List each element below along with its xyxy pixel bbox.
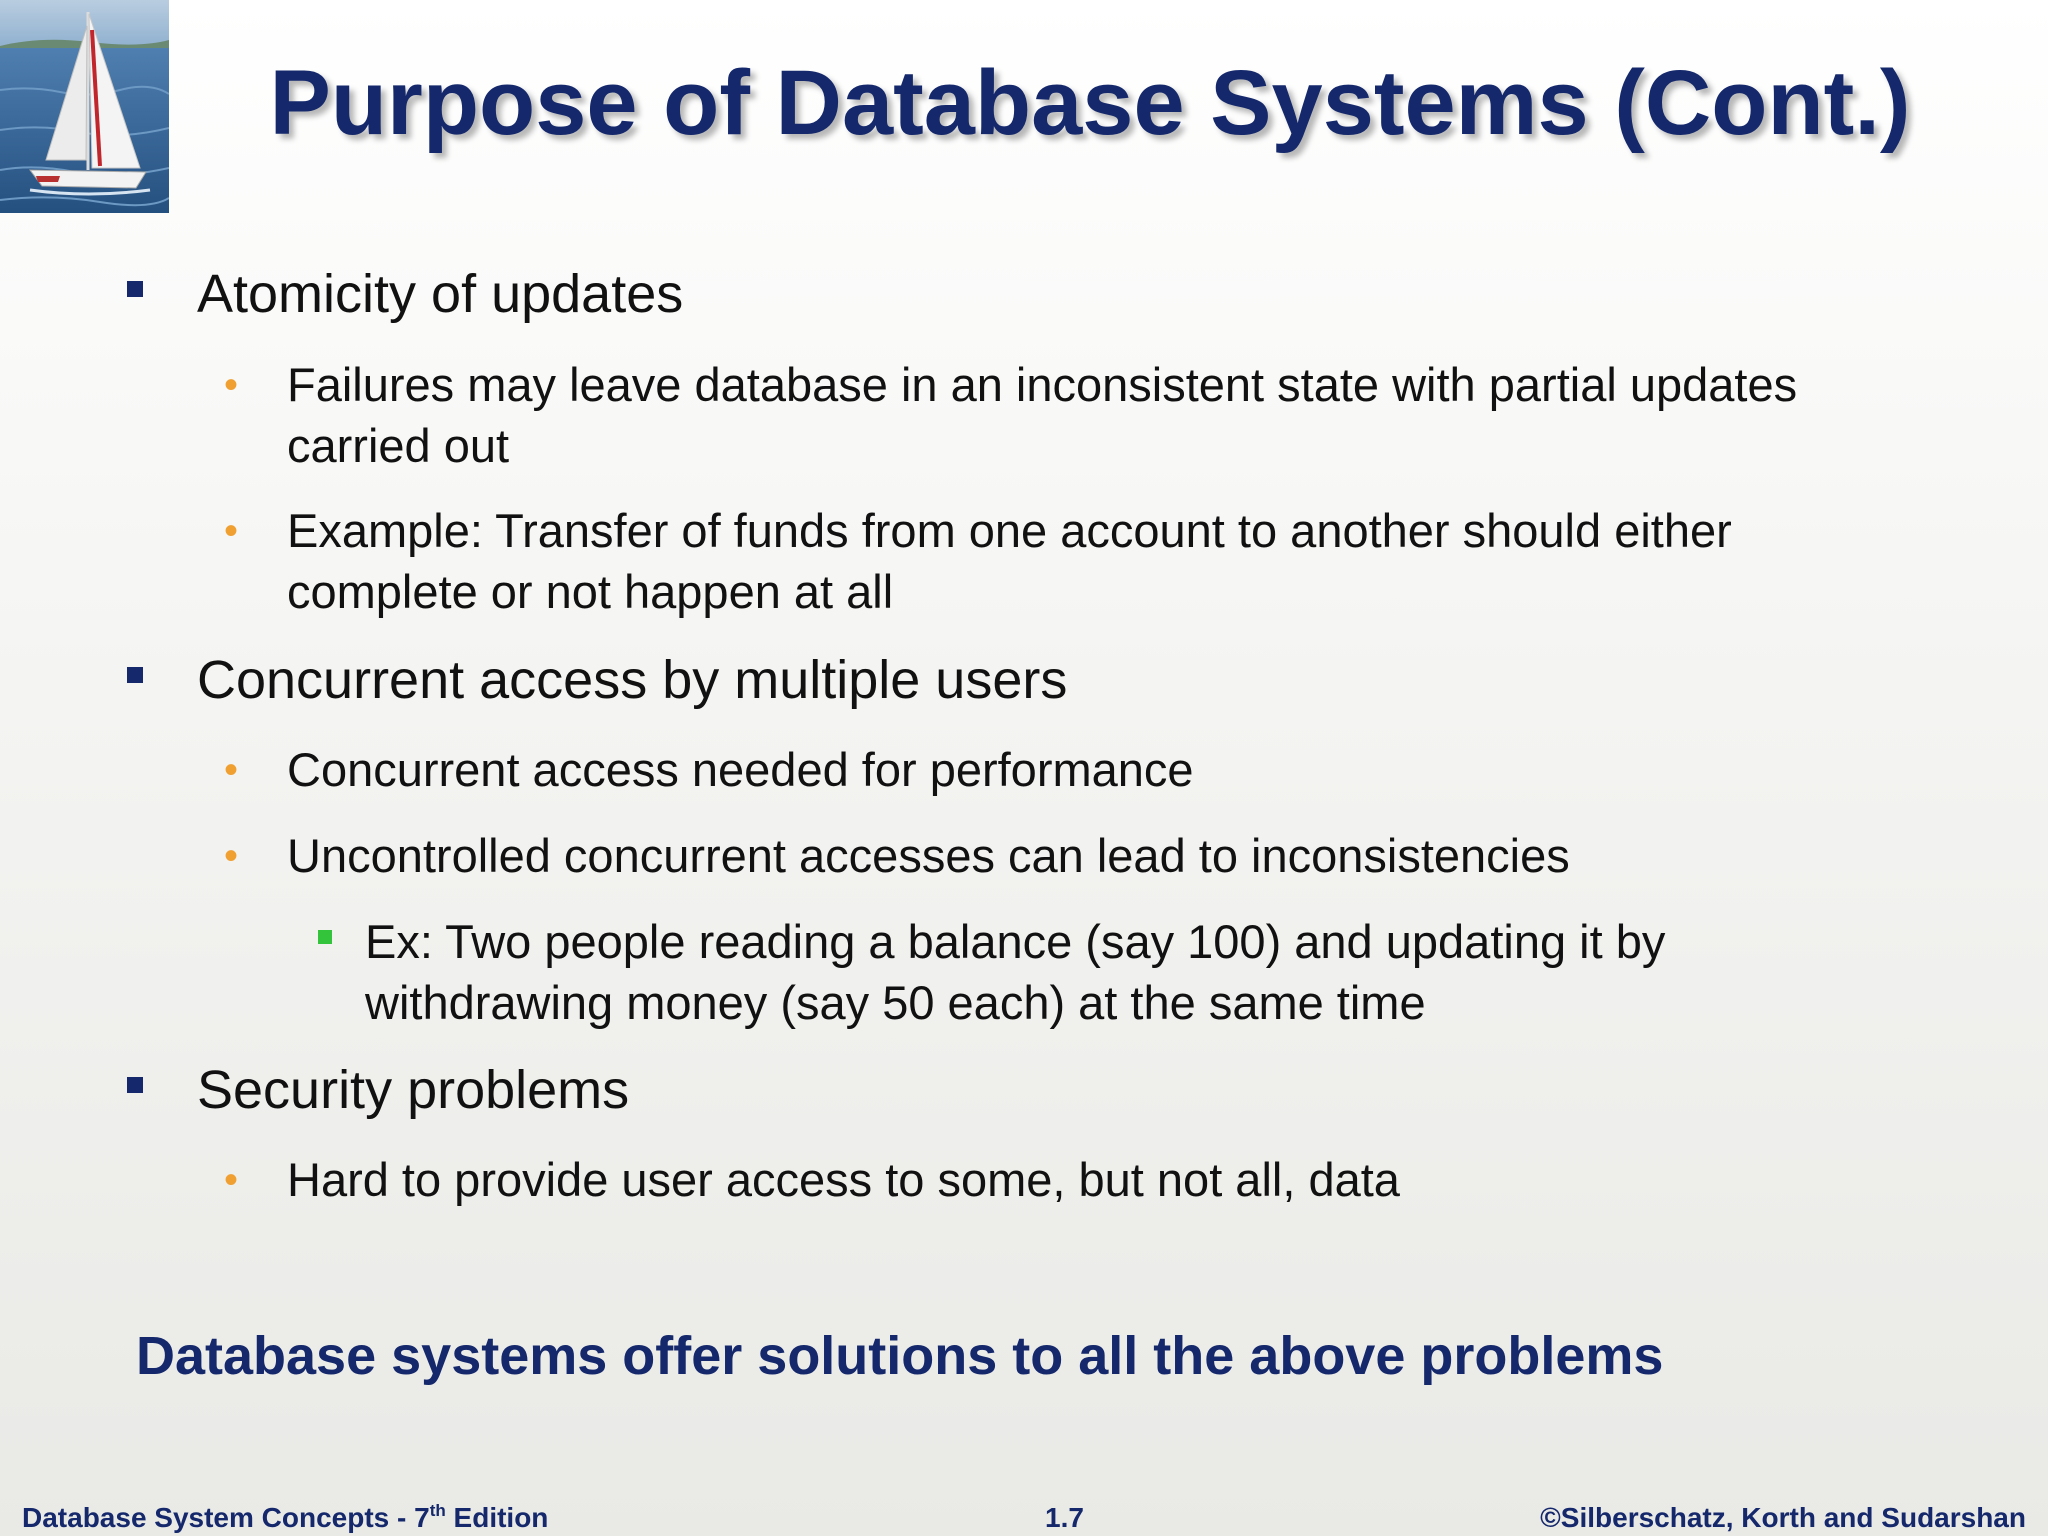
level2-bullet-marker: •: [224, 363, 239, 407]
level1-bullet-marker: [127, 667, 143, 683]
slide-footer: Database System Concepts - 7th Edition 1…: [0, 1500, 2048, 1536]
sailboat-logo-image: [0, 0, 169, 213]
level1-bullet-marker: [127, 281, 143, 297]
sub-bullet-failures-line1: Failures may leave database in an incons…: [287, 358, 1798, 411]
level2-bullet-marker: •: [224, 834, 239, 878]
bullet-security: Security problems: [197, 1060, 630, 1120]
sub-bullet-example-line2: complete or not happen at all: [287, 565, 894, 618]
level2-bullet-marker: •: [224, 748, 239, 792]
footer-book-title: Database System Concepts - 7th Edition: [22, 1500, 548, 1536]
sub-bullet-example-line1: Example: Transfer of funds from one acco…: [287, 504, 1732, 557]
footer-edition-superscript: th: [429, 1501, 446, 1520]
sub-sub-bullet-ex-line1: Ex: Two people reading a balance (say 10…: [365, 915, 1666, 968]
sub-sub-bullet-ex-line2: withdrawing money (say 50 each) at the s…: [365, 976, 1426, 1029]
slide-title: Purpose of Database Systems (Cont.): [269, 52, 1911, 154]
sub-bullet-uncontrolled: Uncontrolled concurrent accesses can lea…: [287, 829, 1570, 882]
level2-bullet-marker: •: [224, 1158, 239, 1202]
sub-bullet-failures-line2: carried out: [287, 419, 510, 472]
footer-slide-number: 1.7: [1045, 1502, 1084, 1533]
conclusion-statement: Database systems offer solutions to all …: [136, 1326, 1664, 1386]
footer-edition-word: Edition: [445, 1502, 549, 1533]
sub-bullet-performance: Concurrent access needed for performance: [287, 743, 1194, 796]
bullet-concurrent-access: Concurrent access by multiple users: [197, 650, 1068, 710]
footer-book-title-text: Database System Concepts - 7: [22, 1502, 430, 1533]
bullet-atomicity: Atomicity of updates: [197, 264, 684, 324]
sub-bullet-hard-to-provide: Hard to provide user access to some, but…: [287, 1153, 1400, 1206]
slide-content: Atomicity of updates • Failures may leav…: [127, 264, 1798, 1206]
level1-bullet-marker: [127, 1077, 143, 1093]
level2-bullet-marker: •: [224, 509, 239, 553]
level3-bullet-marker: [318, 930, 332, 944]
footer-copyright: ©Silberschatz, Korth and Sudarshan: [1540, 1502, 2026, 1533]
